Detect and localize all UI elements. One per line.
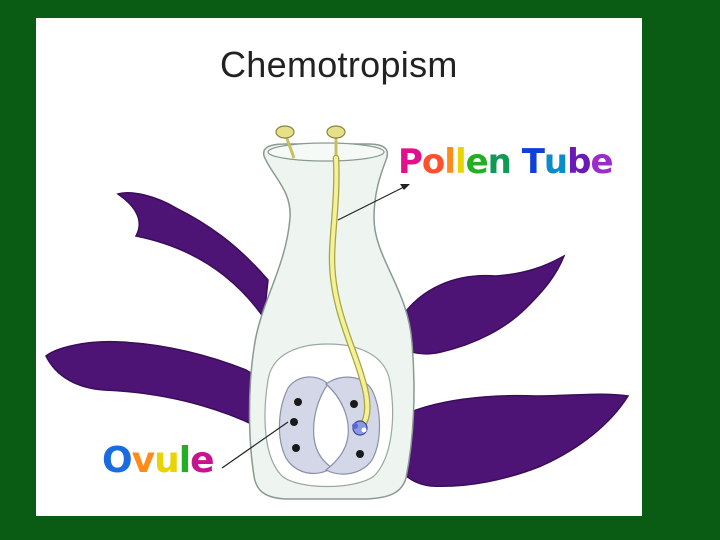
diagram-panel: Chemotropism Pollen Tube Ovule — [36, 18, 642, 516]
label-letter: e — [590, 142, 612, 182]
fertilization-point — [352, 421, 367, 435]
label-letter: l — [444, 142, 455, 182]
label-letter: o — [422, 142, 444, 182]
petal-upper-right — [401, 256, 564, 354]
petal-right — [398, 394, 628, 486]
label-letter: b — [567, 142, 590, 182]
pollen-grain-right — [327, 126, 345, 138]
petal-upper-left — [118, 193, 268, 318]
stigma-rim — [268, 143, 384, 161]
label-letter: T — [522, 142, 544, 182]
pollen-grain-left — [276, 126, 294, 138]
label-letter: v — [132, 440, 154, 481]
label-ovule: Ovule — [102, 440, 213, 481]
label-letter: l — [455, 142, 466, 182]
label-letter: e — [190, 440, 213, 481]
label-letter: e — [466, 142, 488, 182]
label-pollen-tube: Pollen Tube — [398, 142, 613, 182]
petal-left — [46, 342, 276, 436]
label-letter — [511, 142, 522, 182]
diagram-title: Chemotropism — [220, 44, 458, 86]
label-letter: u — [154, 440, 179, 481]
label-letter: n — [488, 142, 511, 182]
label-letter: P — [398, 142, 422, 182]
label-letter: l — [179, 440, 190, 481]
label-letter: u — [544, 142, 567, 182]
label-letter: O — [102, 440, 132, 481]
